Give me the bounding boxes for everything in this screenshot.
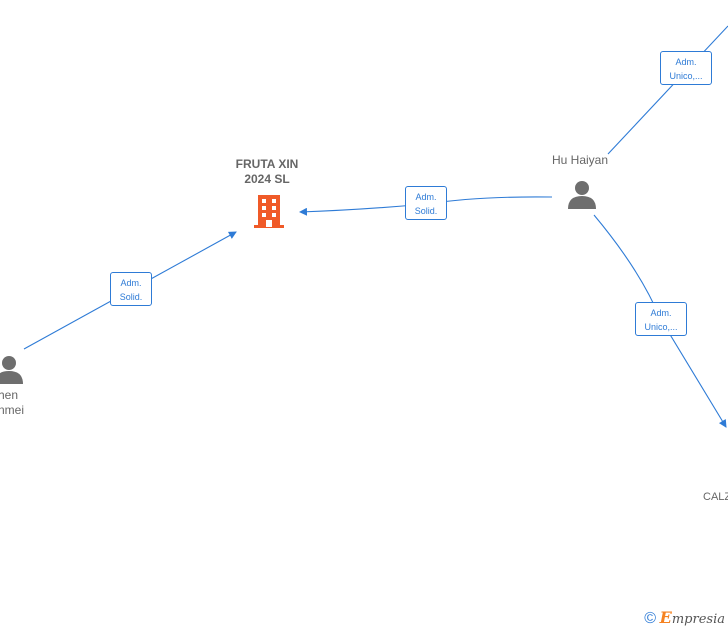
edge-badge-line2: Unico,... <box>669 71 703 81</box>
person-name-hu-haiyan[interactable]: Hu Haiyan <box>551 153 609 167</box>
edge-badge-line2: Unico,... <box>644 322 678 332</box>
person-icon[interactable] <box>0 354 24 384</box>
person-name-partial[interactable]: hen nmei <box>0 388 24 418</box>
edge-badge-line1: Adm. <box>415 192 437 202</box>
edge-badge-line1: Adm. <box>675 57 697 67</box>
person-name-partial-line2: nmei <box>0 403 25 417</box>
edge-badge-line2: Solid. <box>414 206 438 216</box>
person-icon[interactable] <box>567 179 597 209</box>
brand-name: Empresia <box>660 608 725 627</box>
copyright-icon: © <box>644 610 657 627</box>
empresia-brand[interactable]: © Empresia <box>644 608 725 628</box>
edge-badge-adm-unico[interactable]: Adm. Unico,... <box>660 51 712 85</box>
edge-badge-adm-unico[interactable]: Adm. Unico,... <box>635 302 687 336</box>
building-icon[interactable] <box>252 193 286 229</box>
edge-badge-line1: Adm. <box>120 278 142 288</box>
company-name-line2: 2024 SL <box>244 172 290 186</box>
company-name-line1: FRUTA XIN <box>235 157 299 171</box>
company-name-label[interactable]: FRUTA XIN 2024 SL <box>222 157 312 187</box>
brand-rest: mpresia <box>671 612 725 627</box>
edge-badge-adm-solid[interactable]: Adm. Solid. <box>110 272 152 306</box>
edge-line-hu-to-top <box>607 25 728 155</box>
edge-badge-line1: Adm. <box>650 308 672 318</box>
edge-badge-adm-solid[interactable]: Adm. Solid. <box>405 186 447 220</box>
company-name-partial[interactable]: CALZ <box>703 491 728 503</box>
edge-badge-line2: Solid. <box>119 292 143 302</box>
person-name-partial-line1: hen <box>0 388 19 402</box>
brand-initial: E <box>659 608 672 627</box>
